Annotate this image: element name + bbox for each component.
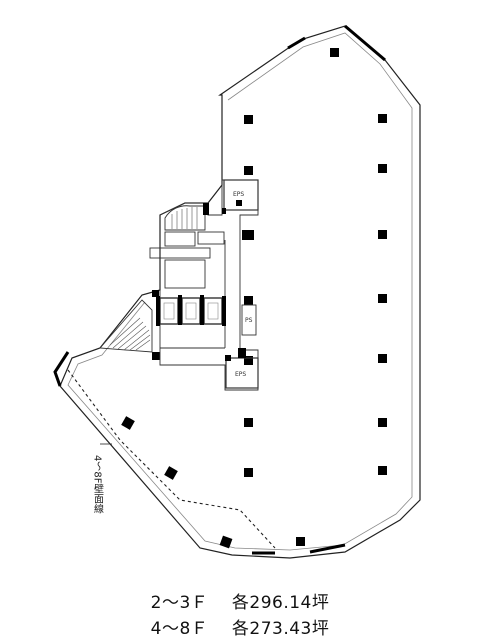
toilet-room (164, 231, 196, 247)
column (378, 114, 387, 123)
column (378, 466, 387, 475)
column (378, 354, 387, 363)
eps-room-top (223, 179, 259, 211)
restroom (149, 247, 211, 259)
caption-floors: 2～3Ｆ (150, 593, 209, 613)
caption-area: 各296.14坪 (231, 593, 330, 613)
wall-accent-top-right (344, 24, 386, 62)
stair-treads-upper (171, 207, 198, 229)
caption-area: 各273.43坪 (231, 619, 330, 639)
wall-accent-bottom-right (309, 543, 346, 554)
column (378, 230, 387, 239)
ps-room (241, 304, 257, 336)
column (244, 115, 253, 124)
column (244, 296, 253, 305)
elevator-shaft (181, 297, 201, 325)
elevator-car (163, 302, 175, 320)
eps-label-top: EPS (233, 191, 244, 198)
column (378, 418, 387, 427)
toilet-room (197, 231, 225, 245)
eps-label-bottom: EPS (235, 371, 246, 378)
column (152, 290, 159, 297)
staircase-lower (99, 299, 153, 353)
column (378, 164, 387, 173)
wall-accent-top-left (287, 36, 306, 50)
elevator-shaft (159, 297, 179, 325)
column (244, 166, 253, 175)
column (244, 468, 253, 477)
floor-plan-drawing: EPS EPS PS 4～8F壁面線 (53, 24, 421, 559)
floor-caption-2-3f: 2～3Ｆ 各296.14坪 (0, 588, 480, 613)
column (244, 418, 253, 427)
column (219, 535, 233, 549)
floor-caption-4-8f: 4～8Ｆ 各273.43坪 (0, 614, 480, 639)
elevator-car (207, 302, 219, 320)
caption-floors: 4～8Ｆ (150, 619, 209, 639)
column (330, 48, 339, 57)
column (244, 356, 253, 365)
elevator-shaft (203, 297, 223, 325)
column (378, 294, 387, 303)
wall-line-annotation: 4～8F壁面線 (92, 455, 104, 513)
column (121, 416, 135, 430)
ps-label: PS (245, 317, 253, 324)
elevator-car (185, 302, 197, 320)
wall-accent-left (53, 351, 70, 387)
columns (121, 48, 387, 549)
column (164, 466, 178, 480)
staircase-upper (164, 205, 206, 231)
toilet-room (164, 259, 206, 289)
column (296, 537, 305, 546)
core-solid-walls (156, 200, 254, 361)
column (152, 352, 160, 360)
